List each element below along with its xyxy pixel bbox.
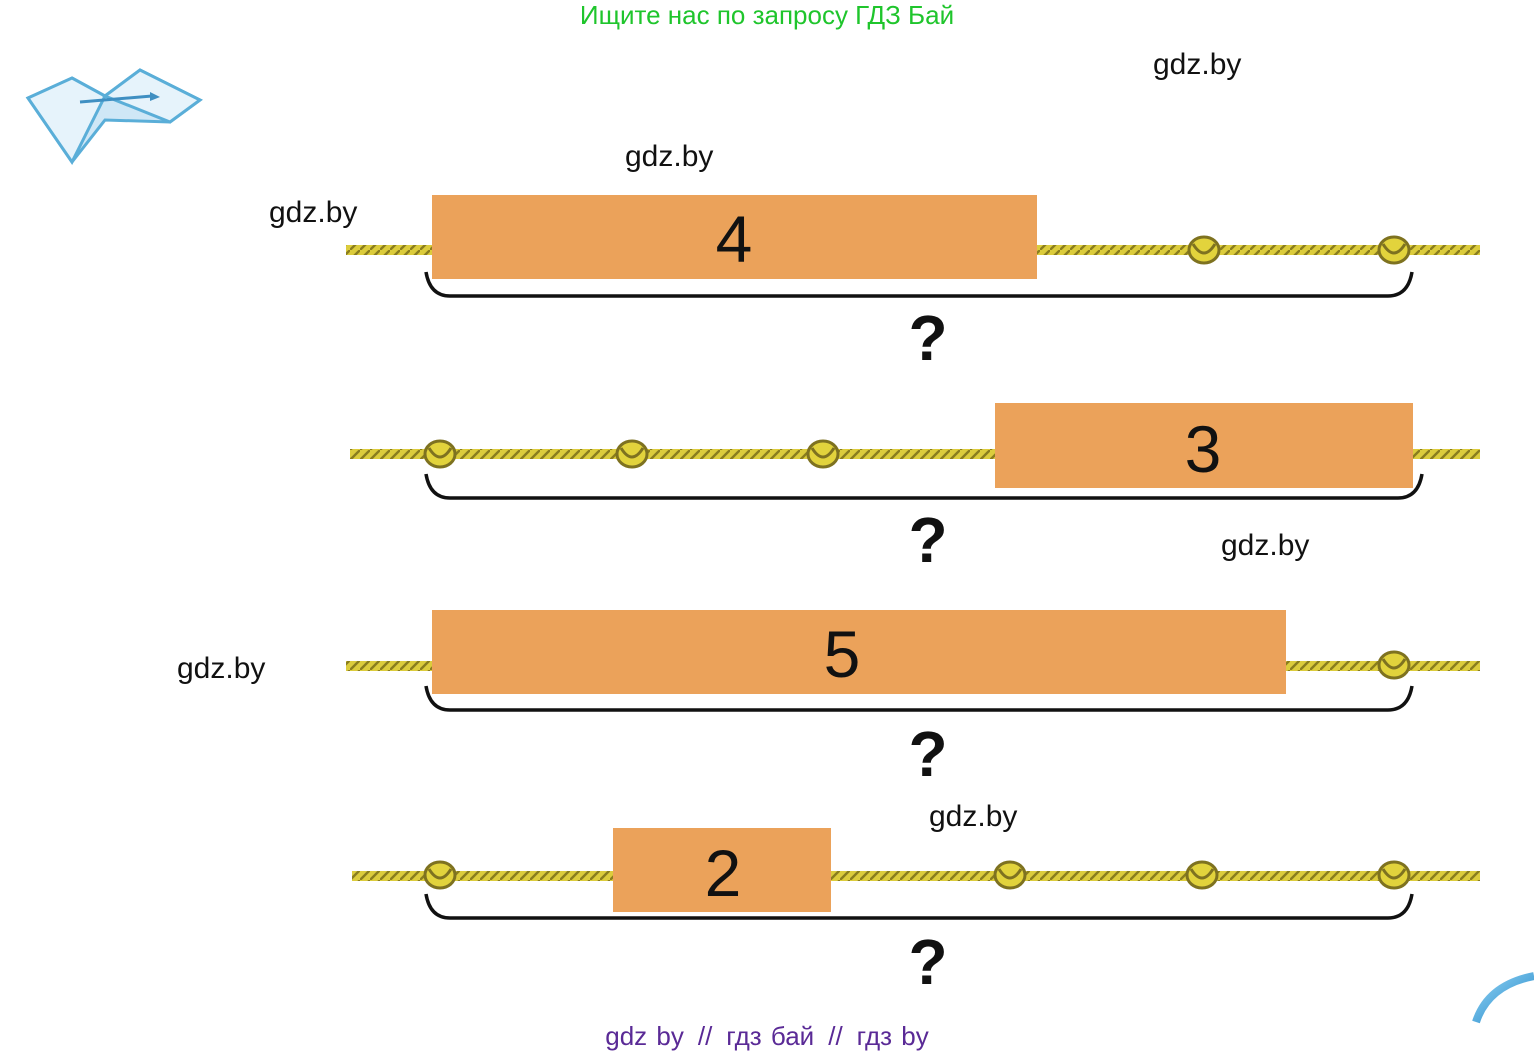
knot-icon [993,860,1027,890]
open-book-pencil-icon [25,68,203,165]
watermark: gdz.by [929,800,1018,833]
block-number: 4 [716,202,753,276]
watermark: gdz.by [1153,48,1242,81]
number-block [432,610,1286,694]
brace [424,893,1414,920]
rope-row-2: 3 ? [350,403,1480,576]
block-number: 3 [1185,412,1222,486]
knot-icon [423,860,457,890]
knot-icon [423,439,457,469]
footer-link-gdz-by[interactable]: gdz by [605,1021,684,1051]
brace [424,685,1414,712]
rope-row-3: 5 ? [346,610,1480,790]
watermark: gdz.by [269,196,358,229]
knot-icon [1377,235,1411,265]
block-number: 2 [705,836,742,910]
footer-separator: // [697,1021,713,1051]
footer-link-gdz-by-ru[interactable]: гдз by [856,1021,929,1051]
rope-row-4: 2 ? [352,828,1480,998]
footer-link-gdz-bai[interactable]: гдз бай [726,1021,815,1051]
block-number: 5 [824,617,861,691]
footer-separator: // [828,1021,843,1051]
watermark: gdz.by [177,652,266,685]
rope-row-1: 4 ? [346,195,1480,374]
knot-icon [615,439,649,469]
knot-icon [1377,650,1411,680]
question-mark: ? [908,504,947,576]
rope [352,871,1480,881]
brace [424,271,1414,298]
corner-arc-decoration [1472,972,1534,1024]
question-mark: ? [908,926,947,998]
watermark: gdz.by [1221,529,1310,562]
watermark: gdz.by [625,140,714,173]
question-mark: ? [908,718,947,790]
rope [350,449,1480,459]
knot-icon [1377,860,1411,890]
top-banner: Ищите нас по запросу ГДЗ Бай [579,0,955,30]
number-block [432,195,1037,279]
knot-icon [1187,235,1221,265]
question-mark: ? [908,302,947,374]
knot-icon [1185,860,1219,890]
brace [424,473,1424,500]
footer-links: gdz by // гдз бай // гдз by [0,1020,1534,1052]
number-block [995,403,1413,488]
number-block [613,828,831,912]
knot-icon [806,439,840,469]
